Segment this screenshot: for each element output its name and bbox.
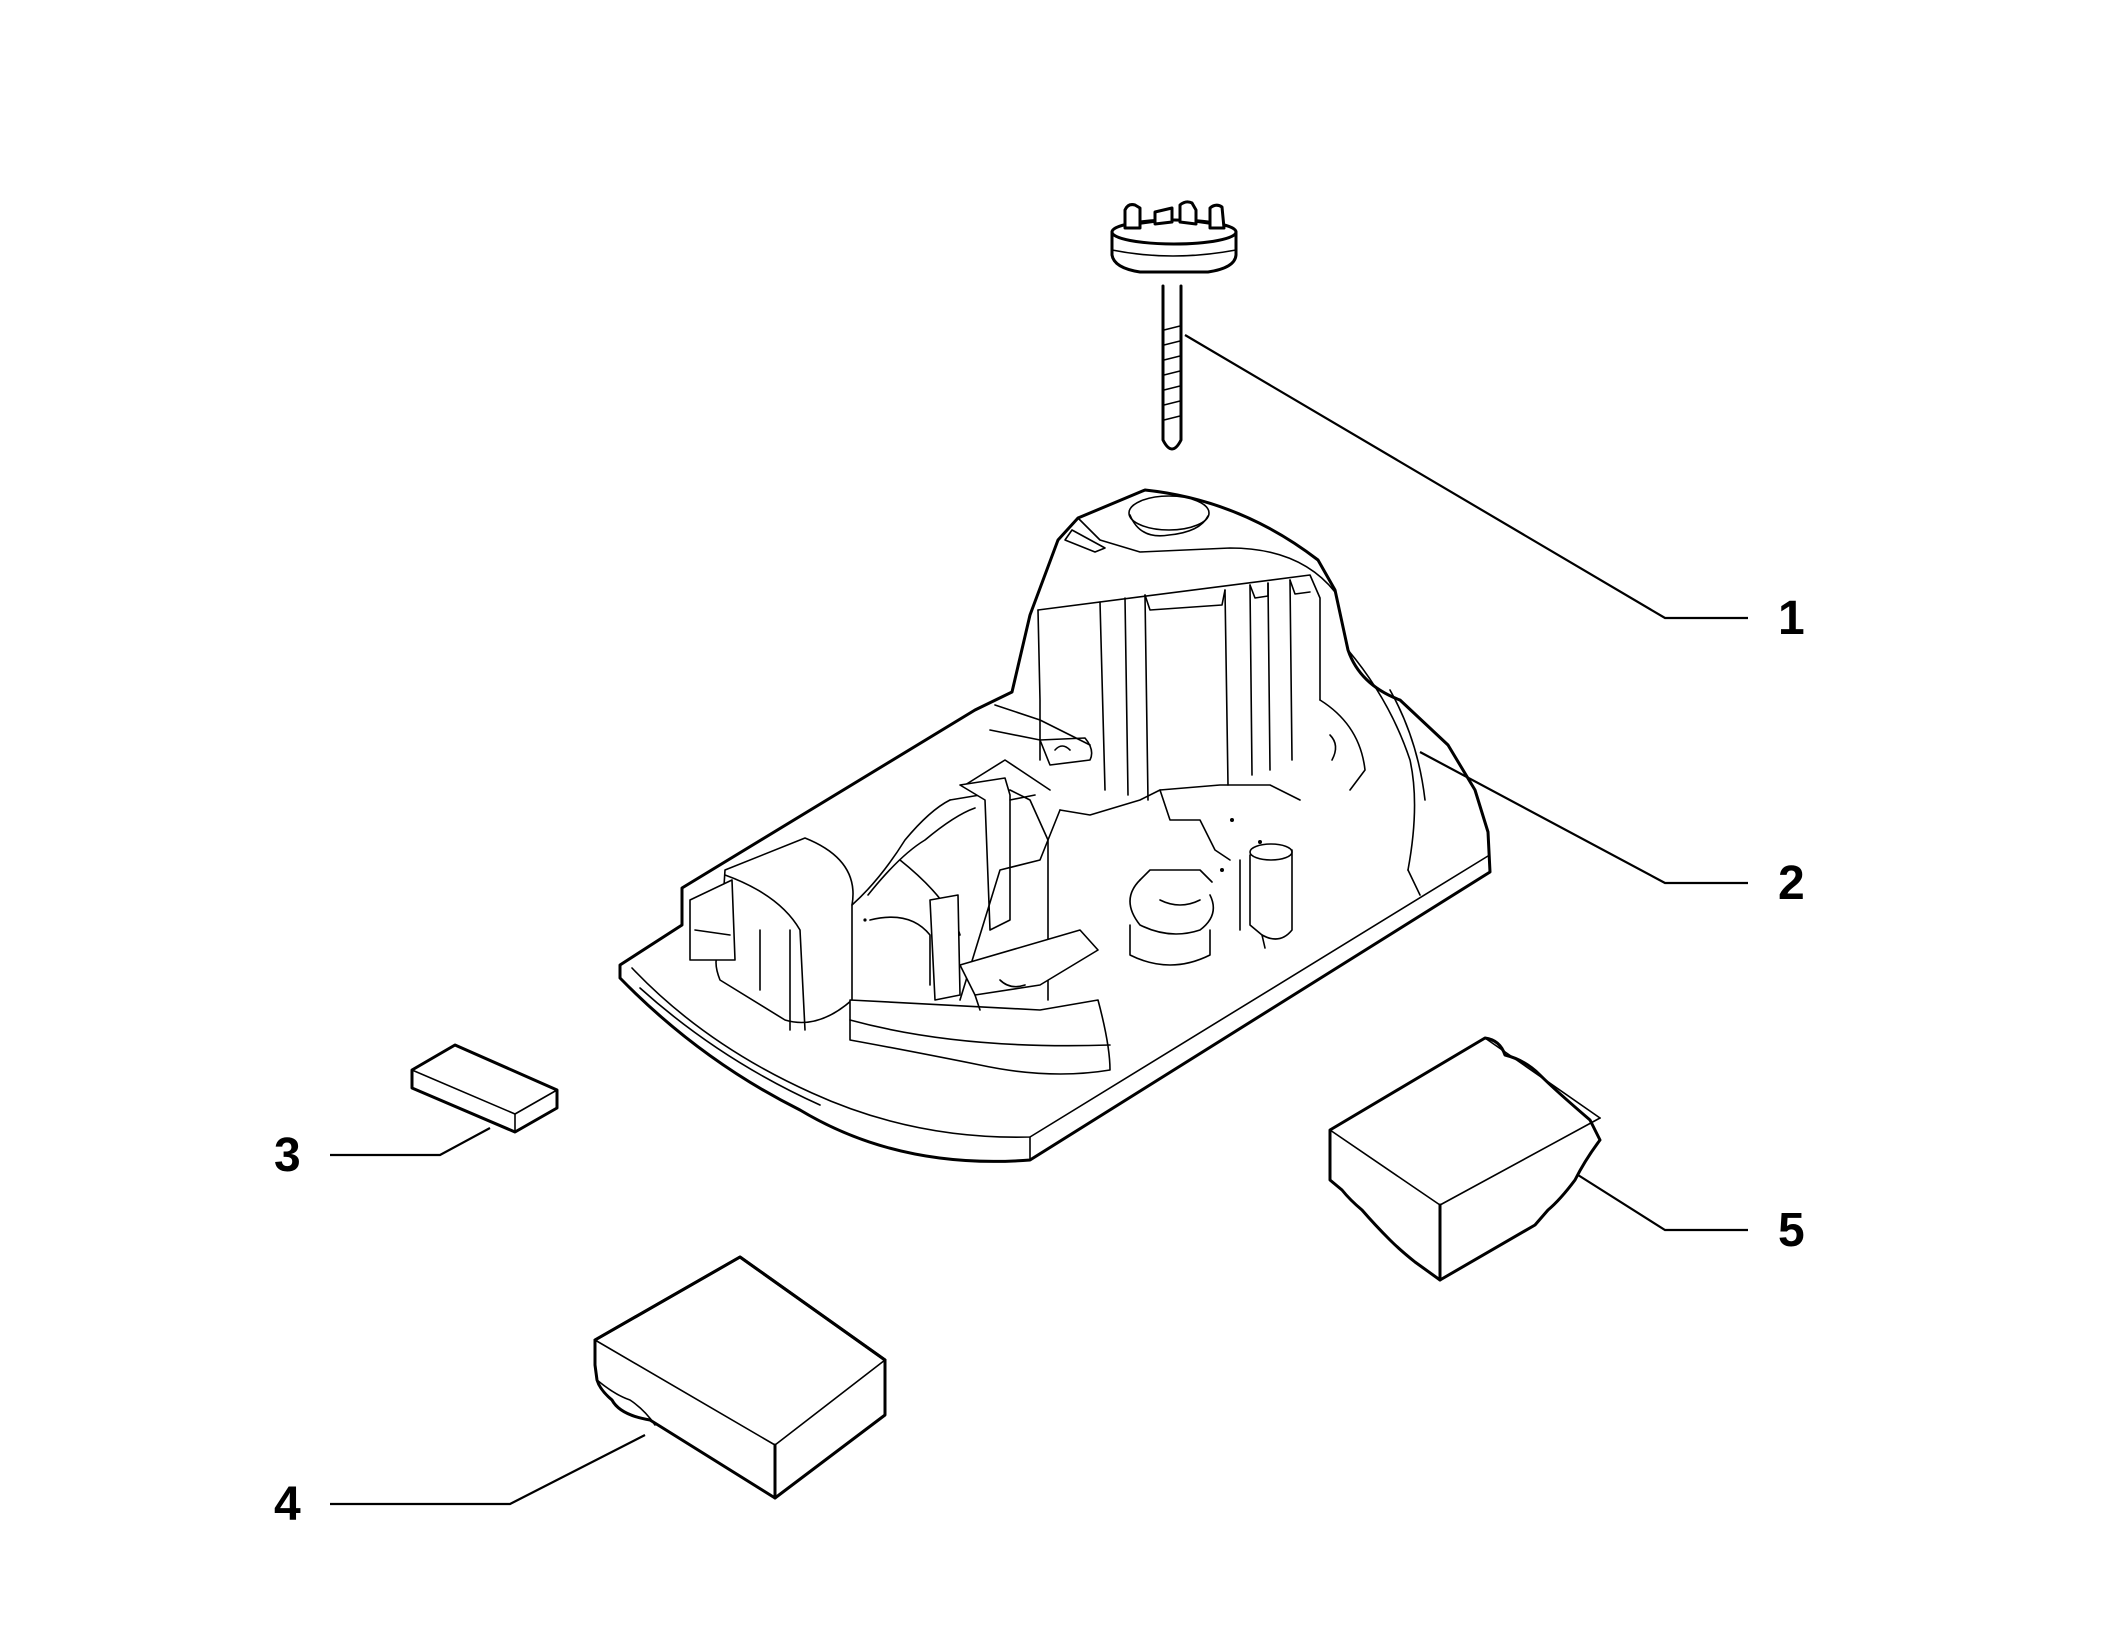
callout-5: 5: [1778, 1204, 1805, 1257]
callout-4: 4: [274, 1478, 301, 1531]
callout-3: 3: [274, 1129, 301, 1182]
part-1-screw: [1110, 200, 1238, 451]
callout-2: 2: [1778, 857, 1805, 910]
leader-1: [1184, 334, 1748, 620]
leader-3: [330, 1127, 491, 1157]
leader-lines: [330, 334, 1748, 1506]
part-5-block: [1328, 1036, 1602, 1282]
part-2-tray: [618, 488, 1492, 1163]
callout-1: 1: [1778, 592, 1805, 645]
callout-labels: 1 2 3 4 5: [274, 592, 1805, 1531]
part-3-pad: [410, 1043, 559, 1134]
leader-4: [330, 1434, 646, 1506]
leader-2: [1419, 751, 1748, 885]
part-4-block: [593, 1255, 887, 1500]
leader-5: [1577, 1174, 1748, 1232]
